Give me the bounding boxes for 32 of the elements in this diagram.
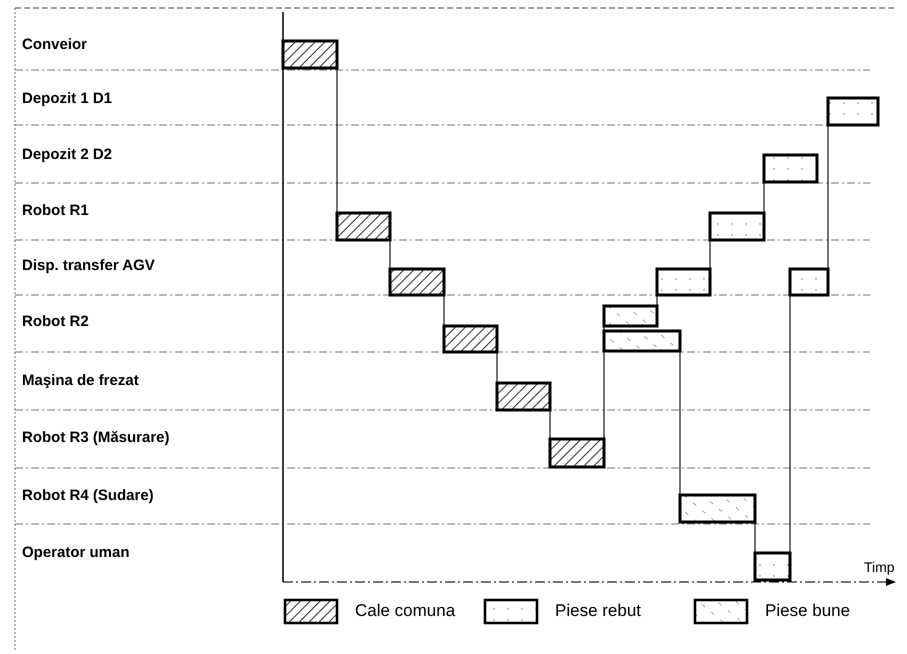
row-label: Depozit 2 D2	[22, 146, 112, 164]
plain-task-bar	[762, 154, 818, 184]
row-label: Disp. transfer AGV	[22, 257, 155, 275]
row-label: Robot R4 (Sudare)	[22, 487, 154, 505]
axis-label: Timp	[864, 558, 895, 577]
connector-line	[754, 522, 756, 554]
plain-task-bar	[754, 552, 792, 582]
hatched-task-bar	[388, 268, 446, 296]
row-label: Robot R2	[22, 313, 89, 331]
plain-task-bar	[708, 212, 766, 242]
legend-label: Piese bune	[765, 601, 850, 621]
hatched-task-bar	[282, 40, 338, 70]
connector-line	[496, 352, 498, 384]
row-label: Conveior	[22, 36, 88, 54]
plain-task-bar	[788, 268, 830, 296]
plain-task-bar	[826, 96, 880, 126]
hatched-task-bar	[442, 324, 498, 354]
row-label: Depozit 1 D1	[22, 90, 112, 108]
light-hatched-task-bar	[602, 304, 658, 328]
legend-label: Cale comuna	[355, 601, 456, 621]
hatched-task-bar	[336, 212, 392, 242]
hatched-task-bar	[496, 382, 552, 412]
light-hatched-task-bar	[678, 494, 756, 524]
plain-task-bar	[656, 268, 712, 296]
legend-label: Piese rebut	[555, 601, 641, 621]
row-label: Robot R3 (Măsurare)	[22, 429, 170, 447]
connector-line	[336, 68, 338, 214]
row-label: Maşina de frezat	[22, 372, 139, 390]
row-label: Robot R1	[22, 202, 89, 220]
row-label: Operator uman	[22, 544, 130, 562]
hatched-task-bar	[548, 438, 606, 468]
light-hatched-task-bar	[602, 330, 682, 352]
